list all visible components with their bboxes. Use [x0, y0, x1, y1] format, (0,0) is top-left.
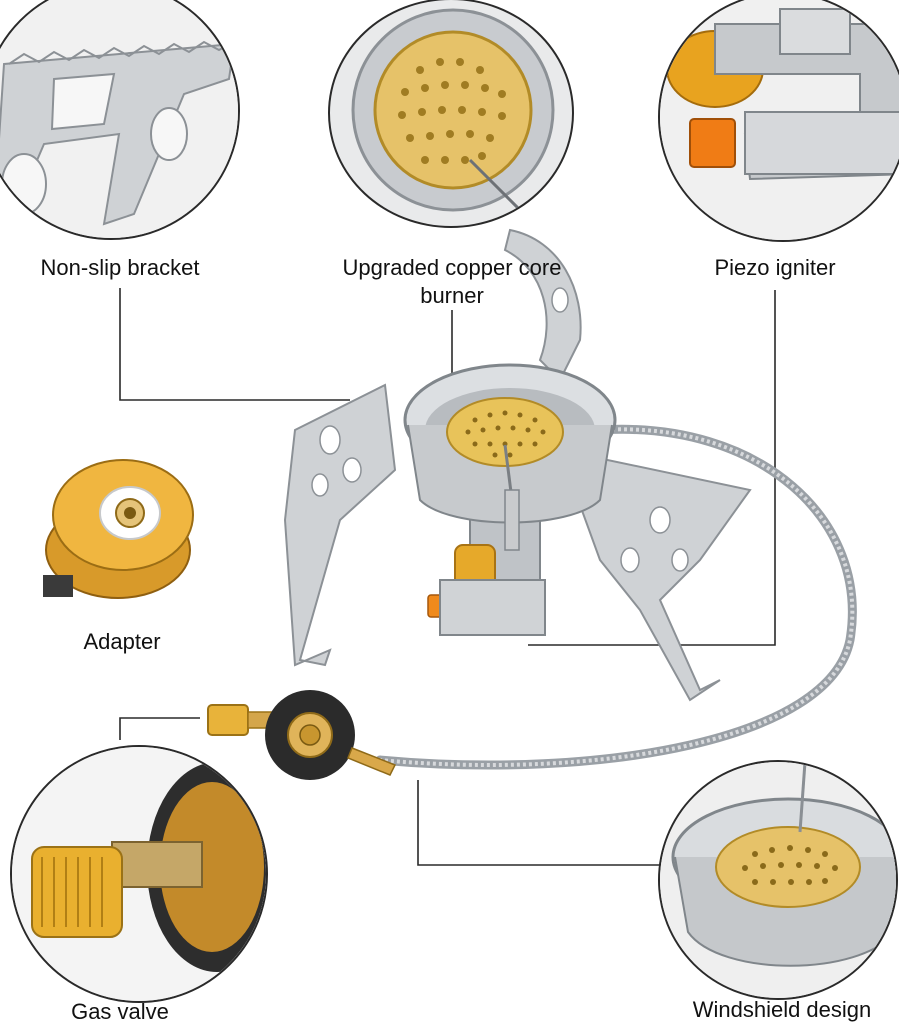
windshield-closeup-image: [660, 762, 896, 998]
piezo-closeup-image: [660, 0, 899, 240]
detail-circle-piezo: [658, 0, 899, 242]
label-non-slip-bracket: Non-slip bracket: [40, 255, 200, 280]
detail-circle-burner: [328, 0, 574, 228]
label-piezo-igniter: Piezo igniter: [714, 255, 836, 280]
detail-circle-gas-valve: [10, 745, 268, 1003]
igniter-housing: [439, 579, 546, 636]
bracket-closeup-image: [0, 0, 238, 238]
leader-line-piezo: [528, 290, 776, 646]
leader-line-bracket: [119, 288, 350, 401]
igniter-rod: [504, 489, 520, 551]
label-windshield: Windshield design: [692, 997, 872, 1022]
gas-valve-closeup-image: [12, 747, 266, 1001]
leader-line-gas-valve: [119, 717, 200, 740]
valve-knob: [207, 704, 249, 736]
burner-holes: [465, 410, 546, 458]
label-burner: Upgraded copper core burner: [342, 255, 562, 308]
detail-circle-bracket: [0, 0, 240, 240]
label-adapter: Adapter: [83, 629, 161, 654]
adapter-image: [43, 459, 194, 599]
leader-line-windshield: [417, 780, 662, 866]
detail-circle-windshield: [658, 760, 898, 1000]
burner-closeup-image: [351, 8, 555, 217]
burner-core: [446, 397, 564, 467]
stove-leg-right: [558, 448, 752, 702]
label-gas-valve: Gas valve: [71, 999, 169, 1024]
stove-leg-left: [283, 383, 397, 667]
